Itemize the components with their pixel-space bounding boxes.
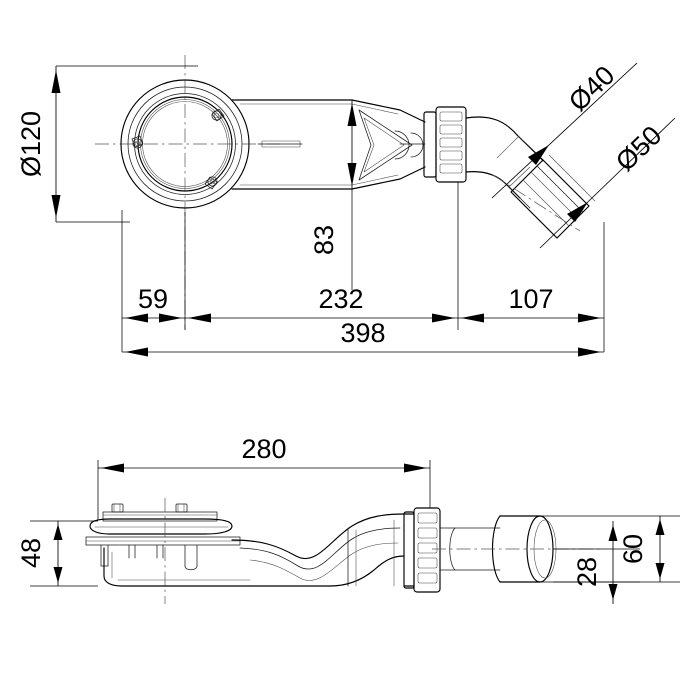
screw-icon — [204, 176, 218, 190]
dimension-label-d50: Ø50 — [610, 120, 668, 177]
dimension-280: 280 — [97, 434, 431, 520]
flange-ribs — [100, 544, 198, 571]
dimension-107: 107 — [458, 284, 604, 323]
dimension-398: 398 — [122, 318, 604, 357]
dimension-label-107: 107 — [508, 284, 553, 314]
dimension-chain: 59 232 107 — [122, 284, 604, 323]
top-view: Ø120 83 Ø40 Ø50 — [16, 55, 676, 357]
screw-head-icon — [111, 503, 124, 513]
dimension-label-60: 60 — [618, 534, 648, 564]
dimension-diameter-120: Ø120 — [16, 65, 198, 223]
side-view: 280 48 28 60 — [16, 434, 680, 604]
dimension-label-59: 59 — [138, 284, 168, 314]
screw-icon — [131, 135, 144, 149]
trap-body-plan — [231, 99, 426, 190]
dimension-232: 232 — [185, 284, 458, 323]
flange-screws — [131, 108, 225, 190]
dimension-label-83: 83 — [309, 225, 339, 255]
flange-centerlines — [95, 55, 280, 330]
dimension-60: 60 — [540, 515, 680, 583]
channel-slot-detail — [257, 140, 303, 148]
screw-head-icon — [175, 503, 188, 513]
dimension-label-398: 398 — [340, 318, 385, 348]
dimension-59: 59 — [122, 284, 185, 323]
internal-baffle — [358, 109, 426, 181]
dimension-83: 83 — [309, 100, 357, 290]
ribbed-nut-collar-side — [403, 507, 441, 593]
drain-flange-side — [85, 503, 251, 587]
dimension-label-48: 48 — [16, 538, 46, 568]
dimension-label-232: 232 — [318, 284, 363, 314]
ribbed-nut-collar — [423, 106, 467, 183]
dimension-48: 48 — [16, 520, 98, 587]
dimension-diameter-50: Ø50 — [539, 117, 676, 249]
screw-icon — [211, 108, 225, 122]
trap-body-side — [231, 513, 415, 587]
dimension-label-d40: Ø40 — [563, 60, 621, 117]
dimension-label-d120: Ø120 — [16, 111, 46, 177]
dimension-diameter-40: Ø40 — [491, 60, 638, 199]
dimension-label-28: 28 — [572, 557, 602, 587]
dimension-label-280: 280 — [241, 434, 286, 464]
top-view-extension-lines — [121, 182, 605, 352]
